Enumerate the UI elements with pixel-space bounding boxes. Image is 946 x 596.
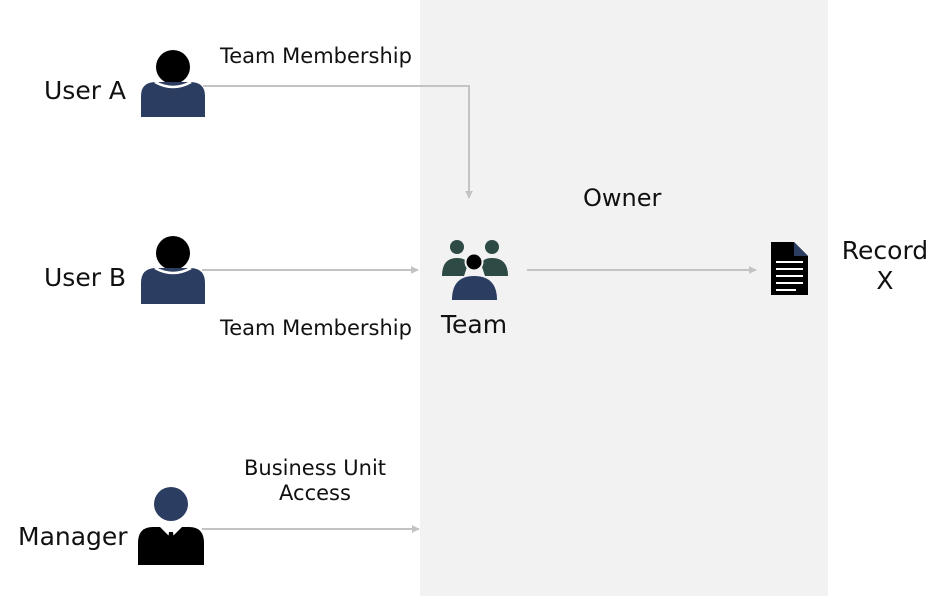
arrow-user-a-to-team <box>203 85 473 199</box>
manager-icon <box>138 487 204 565</box>
user-b-icon <box>141 236 205 304</box>
team-label: Team <box>441 310 508 339</box>
user-a-edge-label: Team Membership <box>220 44 412 68</box>
user-a-label: User A <box>44 76 127 105</box>
record-label-line1: Record <box>841 236 929 265</box>
user-a-icon <box>141 50 205 117</box>
team-icon <box>442 240 508 300</box>
manager-label: Manager <box>18 522 128 551</box>
user-b-edge-label: Team Membership <box>220 316 412 340</box>
record-label-line2: X <box>876 266 894 295</box>
manager-edge-label-line1: Business Unit <box>243 456 387 480</box>
manager-edge-label-line2: Access <box>279 481 351 505</box>
user-b-label: User B <box>44 263 127 292</box>
document-icon <box>771 242 808 295</box>
owner-edge-label: Owner <box>583 184 662 212</box>
